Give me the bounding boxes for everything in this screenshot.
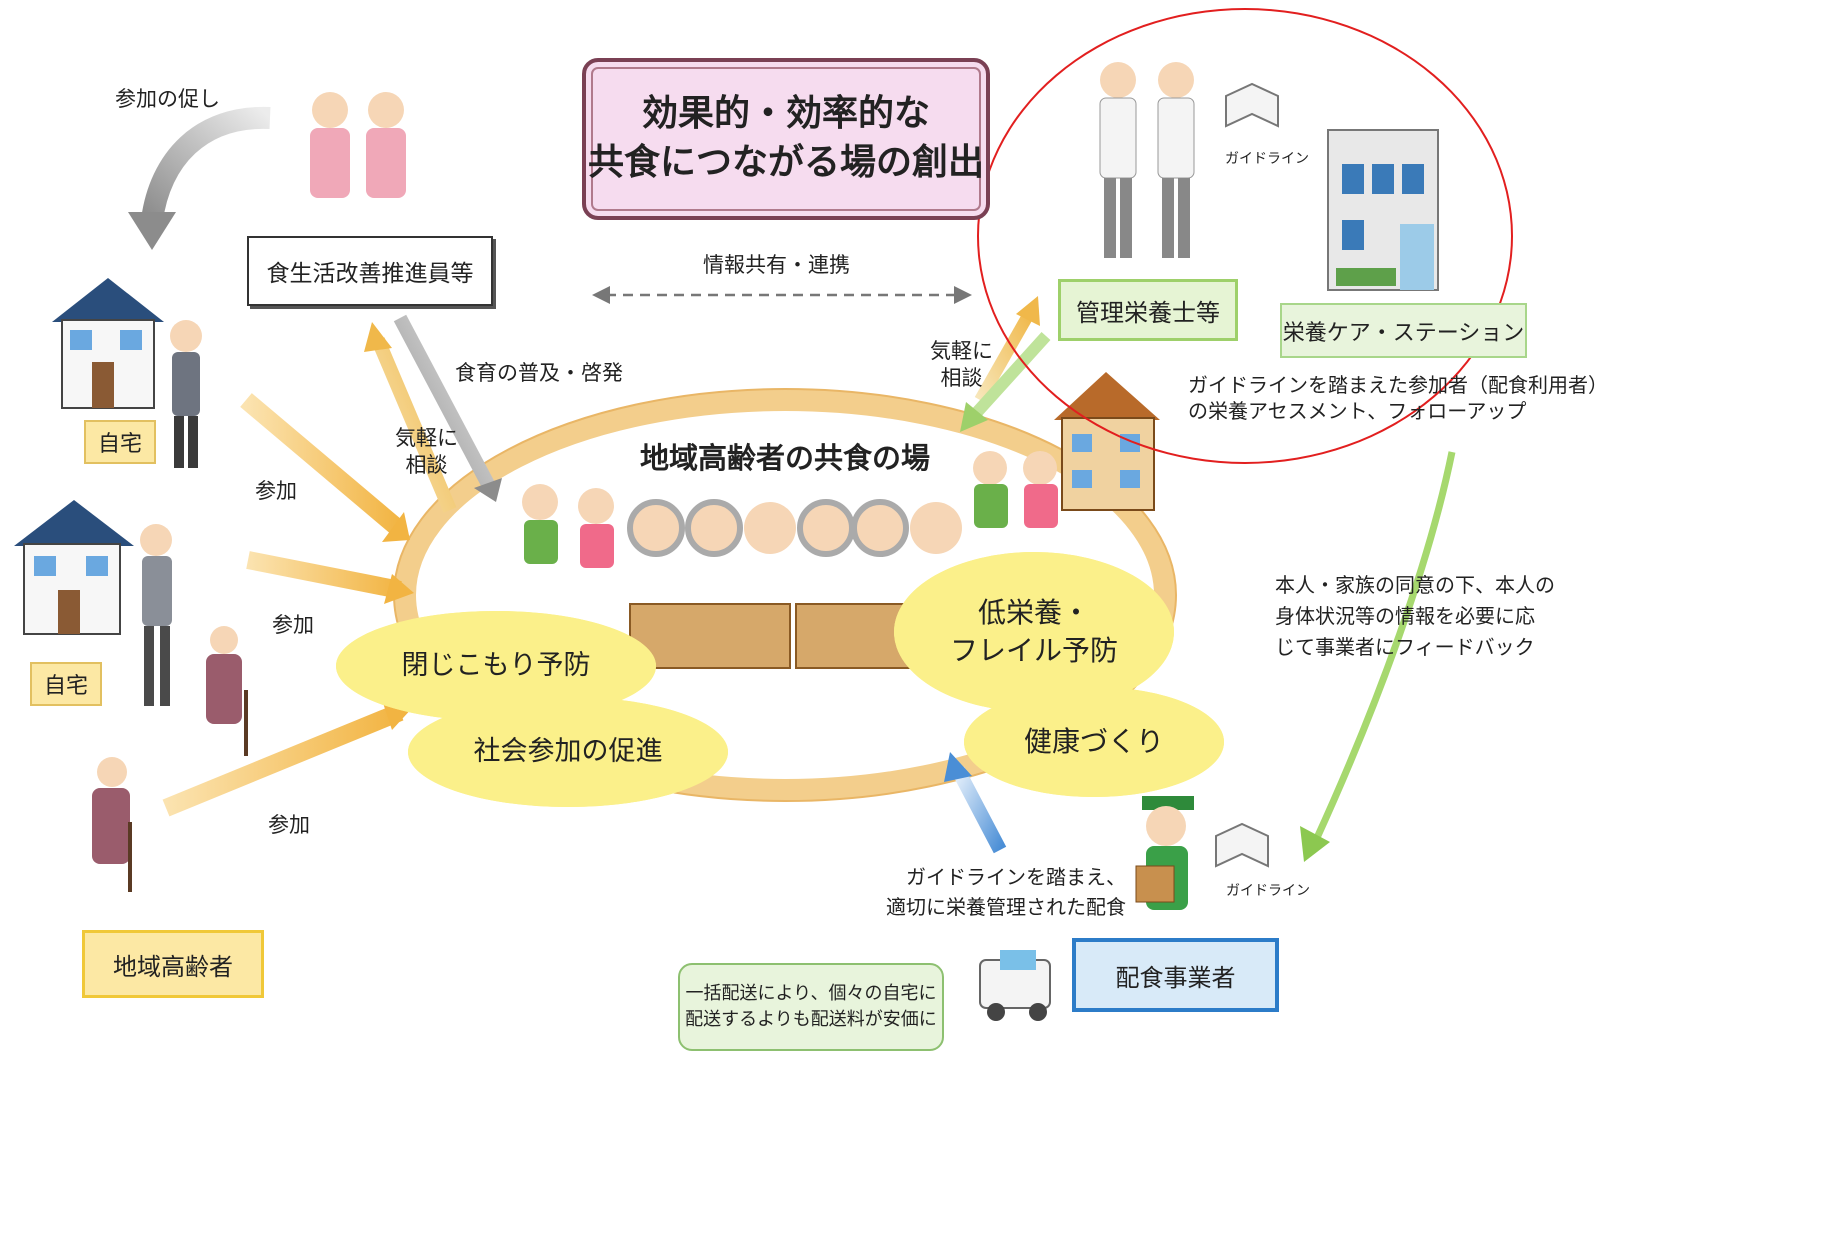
consult-up-arrow <box>371 337 457 513</box>
station-box: 栄養ケア・ステーション <box>1280 303 1527 358</box>
page-title: 効果的・効率的な 共食につながる場の創出 <box>582 58 990 220</box>
bubble-health-label: 健康づくり <box>964 687 1224 797</box>
note-line-2: 配送するよりも配送料が安価に <box>685 1009 937 1030</box>
note-line-1: 一括配送により、個々の自宅に <box>685 982 937 1004</box>
home-label-2: 自宅 <box>30 662 102 706</box>
assessment-line-2: の栄養アセスメント、フォローアップ <box>1188 399 1527 423</box>
join-arrows <box>162 393 414 817</box>
edu-down-arrow <box>393 314 497 492</box>
feedback-label: 本人・家族の同意の下、本人の 身体状況等の情報を必要に応 じて事業者にフィードバ… <box>1275 570 1555 663</box>
join-label-1: 参加 <box>255 479 297 503</box>
guideline-label-top: ガイドライン <box>1225 151 1309 167</box>
encourage-arrow <box>141 106 271 222</box>
meal-line-2: 適切に栄養管理された配食 <box>886 895 1126 919</box>
feedback-line-3: じて事業者にフィードバック <box>1275 635 1535 659</box>
consult-left-line-1: 気軽に <box>395 426 458 450</box>
bubble-frailty-label: 低栄養・ フレイル予防 <box>894 552 1174 712</box>
feedback-line-1: 本人・家族の同意の下、本人の <box>1275 573 1555 597</box>
meal-arrow <box>951 766 1007 854</box>
consult-right-line-2: 相談 <box>940 366 983 391</box>
home-label-1: 自宅 <box>84 420 156 464</box>
join-label-3: 参加 <box>268 813 310 837</box>
consult-right-line-1: 気軽に <box>930 339 993 363</box>
children-figures <box>522 451 1058 568</box>
title-line-1: 効果的・効率的な <box>641 93 930 135</box>
title-line-2: 共食につながる場の創出 <box>587 142 984 183</box>
book-icon <box>1215 822 1269 868</box>
bubble-social-label: 社会参加の促進 <box>408 697 728 807</box>
assessment-line-1: ガイドラインを踏まえた参加者（配食利用者） <box>1188 373 1608 397</box>
assessment-label: ガイドラインを踏まえた参加者（配食利用者） の栄養アセスメント、フォローアップ <box>1188 372 1608 424</box>
delivery-person <box>1135 796 1194 910</box>
encourage-label: 参加の促し <box>115 87 220 111</box>
consult-left-label: 気軽に 相談 <box>395 425 458 480</box>
promoter-box: 食生活改善推進員等 <box>247 236 493 306</box>
provider-box: 配食事業者 <box>1072 938 1279 1012</box>
join-label-2: 参加 <box>272 613 314 637</box>
feedback-line-2: 身体状況等の情報を必要に応 <box>1275 604 1535 628</box>
meeting-place-label: 地域高齢者の共食の場 <box>640 441 931 475</box>
bubble-frailty-line-2: フレイル予防 <box>949 634 1118 667</box>
elderly-woman-1 <box>206 626 248 756</box>
elderly-woman-2 <box>92 757 132 892</box>
consult-right-label: 気軽に 相談 <box>930 338 993 393</box>
delivery-truck <box>979 950 1051 1021</box>
elderly-box: 地域高齢者 <box>82 930 264 998</box>
elderly-man-1 <box>170 320 202 468</box>
elderly-man-2 <box>140 524 172 706</box>
bubble-frailty-line-1: 低栄養・ <box>977 596 1090 630</box>
house-2 <box>14 500 134 635</box>
share-label: 情報共有・連携 <box>703 253 850 277</box>
feedback-arrow <box>1312 451 1456 842</box>
meal-label: ガイドラインを踏まえ、 適切に栄養管理された配食 <box>886 862 1126 922</box>
guideline-label-bottom: ガイドライン <box>1226 883 1310 899</box>
delivery-note: 一括配送により、個々の自宅に 配送するよりも配送料が安価に <box>678 963 944 1051</box>
house-1 <box>52 278 164 409</box>
promoter-figures <box>310 92 406 198</box>
seniors-group <box>627 499 962 557</box>
highlight-ring <box>977 8 1513 464</box>
edu-label: 食育の普及・啓発 <box>455 361 623 385</box>
consult-left-line-2: 相談 <box>405 453 448 478</box>
meal-line-1: ガイドラインを踏まえ、 <box>906 865 1126 889</box>
dietitian-box: 管理栄養士等 <box>1058 279 1238 341</box>
